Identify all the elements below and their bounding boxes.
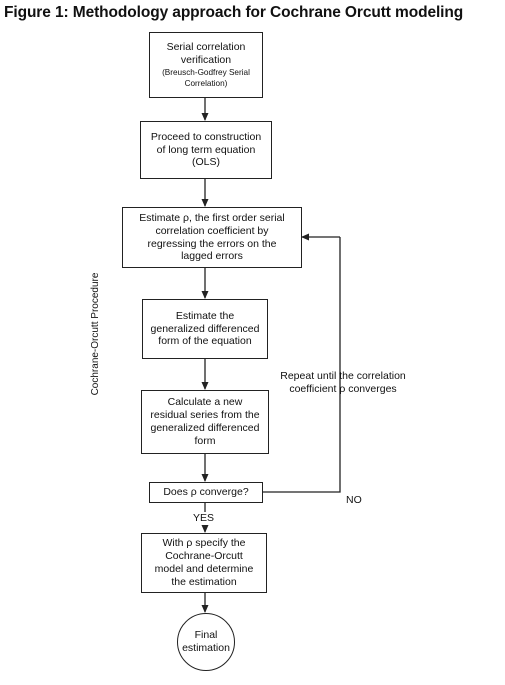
node-text: Calculate a new [167, 396, 243, 409]
procedure-side-label: Cochrane-Orcutt Procedure [90, 272, 101, 396]
no-label: NO [346, 494, 362, 506]
figure-title: Figure 1: Methodology approach for Cochr… [4, 4, 464, 21]
node-text: lagged errors [181, 250, 243, 263]
residual-series-box: Calculate a new residual series from the… [141, 390, 269, 454]
feedback-loop-no [263, 237, 341, 493]
node-text: estimation [182, 642, 230, 654]
repeat-loop-label: Repeat until the correlation coefficient… [270, 370, 416, 396]
node-text: generalized differenced [150, 322, 260, 335]
node-text: the estimation [171, 575, 237, 588]
rho-converge-decision-box: Does ρ converge? [149, 482, 263, 503]
node-text: With ρ specify the [162, 537, 246, 550]
node-text: Serial correlation [166, 40, 246, 53]
node-text: verification [180, 53, 232, 66]
node-text: Does ρ converge? [163, 486, 249, 499]
estimate-rho-box: Estimate ρ, the first order serial corre… [122, 207, 302, 268]
node-text: (Breusch-Godfrey Serial [162, 68, 250, 78]
label-text: coefficient ρ converges [289, 382, 397, 395]
label-text: Repeat until the correlation [280, 370, 406, 382]
serial-correlation-box: Serial correlation verification (Breusch… [149, 32, 263, 98]
specify-model-box: With ρ specify the Cochrane-Orcutt model… [141, 533, 267, 593]
node-text: Proceed to construction [150, 130, 262, 143]
node-text: model and determine [154, 563, 254, 575]
generalized-form-box: Estimate the generalized differenced for… [142, 299, 268, 359]
node-text: Final [194, 629, 218, 642]
node-text: (OLS) [191, 156, 220, 169]
yes-label: YES [193, 512, 215, 524]
node-text: regressing the errors on the [147, 237, 277, 250]
node-text: residual series from the [150, 409, 260, 422]
node-text: Estimate the [175, 309, 235, 322]
node-text: Correlation) [184, 79, 228, 89]
long-term-equation-box: Proceed to construction of long term equ… [140, 121, 272, 179]
node-text: correlation coefficient by [155, 224, 269, 237]
node-text: Cochrane-Orcutt [165, 550, 243, 563]
node-text: form of the equation [158, 335, 252, 348]
node-text: form [194, 434, 216, 447]
node-text: Estimate ρ, the first order serial [139, 211, 285, 224]
final-estimation-terminal: Final estimation [177, 613, 235, 671]
node-text: of long term equation [156, 143, 256, 156]
node-text: generalized differenced [150, 422, 260, 434]
